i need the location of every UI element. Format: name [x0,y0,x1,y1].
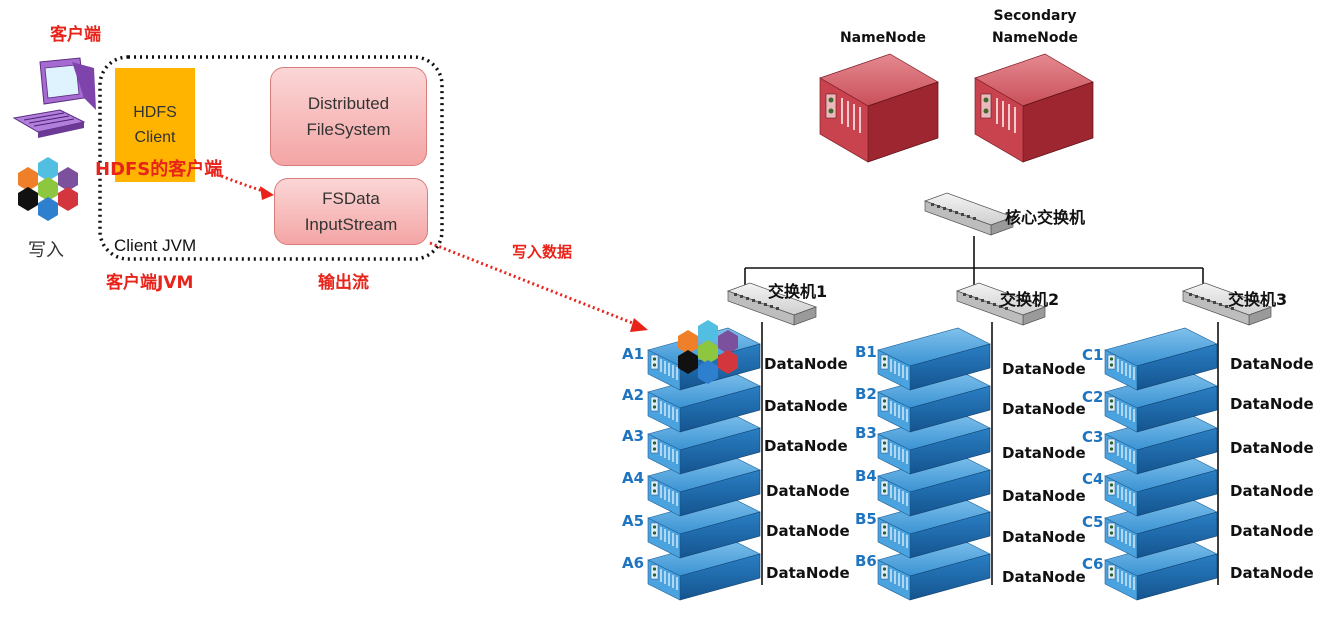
rack-id-label: A4 [622,469,645,487]
switch-1-label: 交换机1 [768,282,828,301]
hadoop-hexagon-icon [18,157,78,221]
client-jvm-caption: 客户端JVM [106,273,194,293]
datanode-label: DataNode [1002,487,1086,505]
rack-id-label: B3 [855,424,877,442]
datanode-label: DataNode [766,564,850,582]
datanode-label: DataNode [1002,400,1086,418]
computer-icon [12,57,96,138]
datanode-label: DataNode [1230,482,1314,500]
fsdata-stream-box: FSData InputStream [274,178,428,245]
rack-id-label: B1 [855,343,877,361]
datanode-label: DataNode [766,522,850,540]
switch-2-label: 交换机2 [1000,290,1060,309]
rack-id-label: C3 [1082,428,1104,446]
datanode-label: DataNode [1230,395,1314,413]
rack-id-label: B2 [855,385,877,403]
rack-id-label: B6 [855,552,877,570]
secondary-namenode-server-icon [974,53,1094,163]
namenode-server-icon [819,53,939,163]
namenode-label: NameNode [839,30,927,46]
rack-id-label: C2 [1082,388,1104,406]
rack-id-label: A3 [622,427,645,445]
datanode-label: DataNode [1230,564,1314,582]
switch-3-label: 交换机3 [1228,290,1288,309]
arrow-head-icon [630,318,648,332]
distributed-filesystem-box: Distributed FileSystem [270,67,427,166]
client-jvm-boundary [98,55,444,261]
rack-id-label: B4 [855,467,877,485]
rack-id-label: C1 [1082,346,1104,364]
core-switch-icon [924,192,1014,236]
write-label: 写入 [28,240,64,261]
datanode-label: DataNode [1002,444,1086,462]
rack-id-label: A5 [622,512,645,530]
datanode-label: DataNode [1230,522,1314,540]
rack-id-label: A6 [622,554,645,572]
rack-id-label: B5 [855,510,877,528]
datanode-label: DataNode [764,355,848,373]
rack-id-label: C5 [1082,513,1104,531]
arrow-head-icon [260,186,274,200]
datanode-label: DataNode [1230,439,1314,457]
rack-id-label: C4 [1082,470,1104,488]
output-stream-caption: 输出流 [318,273,369,293]
hdfs-client-caption: HDFS的客户端 [95,159,223,180]
datanode-label: DataNode [1002,568,1086,586]
rack-b-servers [877,327,991,601]
hdfs-client-label: HDFS Client [133,104,177,146]
datanode-label: DataNode [1230,355,1314,373]
datanode-label: DataNode [1002,528,1086,546]
datanode-label: DataNode [766,482,850,500]
rack-id-label: A2 [622,386,645,404]
datanode-label: DataNode [1002,360,1086,378]
client-jvm-label: Client JVM [114,236,197,255]
datanode-label: DataNode [764,437,848,455]
hdfs-client-block [115,68,195,182]
rack-id-label: C6 [1082,555,1104,573]
secondary-namenode-label: Secondary NameNode [991,8,1079,46]
rack-id-label: A1 [622,345,645,363]
core-switch-label: 核心交换机 [1005,208,1086,227]
write-data-label: 写入数据 [512,243,573,261]
client-title: 客户端 [50,25,101,45]
datanode-label: DataNode [764,397,848,415]
rack-c-servers [1104,327,1218,601]
